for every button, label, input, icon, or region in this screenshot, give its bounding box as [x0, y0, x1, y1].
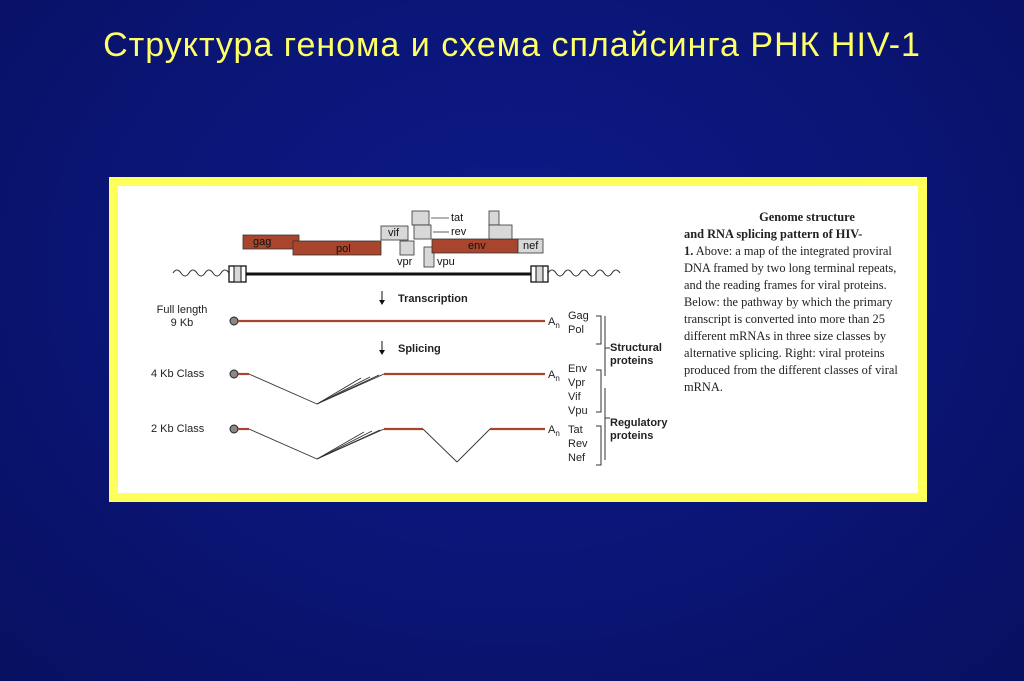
- gene-tat-box1: [411, 210, 430, 226]
- gene-rev-box2: [488, 224, 513, 240]
- poly-a-2kb: An: [548, 424, 560, 440]
- poly-a-4kb-letter: A: [548, 369, 556, 381]
- full-length-label-line2: 9 Kb: [170, 317, 194, 329]
- kb2-intron2-up: [456, 428, 491, 463]
- protein-vpr: Vpr: [568, 377, 586, 389]
- gene-vpr-box: [399, 240, 415, 256]
- gene-vif-box: [380, 225, 409, 241]
- ltr-left-core: [233, 265, 242, 283]
- kb4-cap: [229, 369, 239, 379]
- poly-a-full-sub: n: [555, 321, 560, 331]
- protein-gag: Gag: [568, 310, 589, 322]
- bracket-2kb: [596, 425, 602, 466]
- gene-gag-label: gag: [253, 236, 272, 248]
- structural-line2: proteins: [610, 355, 654, 367]
- gene-pol-box: [292, 240, 382, 256]
- gene-pol-label: pol: [336, 243, 351, 255]
- gene-vif-label: vif: [388, 227, 399, 239]
- kb4-intron-down: [248, 373, 318, 405]
- regulatory-proteins-label: Regulatory proteins: [610, 417, 667, 443]
- regulatory-line2: proteins: [610, 430, 654, 442]
- caption-title-line1: Genome structure: [759, 210, 855, 224]
- kb2-intron2-down: [422, 428, 458, 463]
- gene-vpu-box: [423, 246, 435, 268]
- bracket-4kb: [596, 369, 602, 413]
- protein-pol: Pol: [568, 324, 584, 336]
- kb2-intron1-up1: [316, 431, 365, 460]
- structural-line1: Structural: [610, 342, 662, 354]
- poly-a-2kb-letter: A: [548, 424, 556, 436]
- protein-tat: Tat: [568, 424, 583, 436]
- kb4-intron-up4: [316, 373, 385, 405]
- figure-caption: Genome structure and RNA splicing patter…: [684, 209, 914, 396]
- ltr-right-core: [535, 265, 544, 283]
- caption-body: Above: a map of the integrated proviral …: [684, 244, 898, 394]
- host-dna-left: [172, 269, 238, 277]
- poly-a-full: An: [548, 316, 560, 332]
- gene-rev-box1: [413, 224, 432, 240]
- kb2-intron1-up4: [316, 428, 385, 460]
- slide-title: Структура генома и схема сплайсинга РНК …: [103, 26, 921, 64]
- gene-vpu-label: vpu: [437, 256, 455, 268]
- gene-vpr-label: vpr: [397, 256, 413, 268]
- protein-vif: Vif: [568, 391, 581, 403]
- poly-a-4kb-sub: n: [555, 374, 560, 384]
- poly-a-4kb: An: [548, 369, 560, 385]
- gene-env-label: env: [468, 240, 486, 252]
- transcription-arrowhead: [379, 300, 385, 305]
- figure-frame: gag pol vif vpr tat rev vpu env nef Tran…: [109, 177, 927, 502]
- protein-rev: Rev: [568, 438, 588, 450]
- full-length-cap: [229, 316, 239, 326]
- kb4-intron-up1: [316, 377, 362, 405]
- host-dna-right: [547, 269, 621, 277]
- structural-proteins-label: Structural proteins: [610, 342, 662, 368]
- full-length-label-line1: Full length: [156, 304, 208, 316]
- kb2-cap: [229, 424, 239, 434]
- splicing-label: Splicing: [398, 343, 441, 355]
- gene-nef-box: [517, 238, 544, 254]
- figure-panel: gag pol vif vpr tat rev vpu env nef Tran…: [118, 186, 918, 493]
- gene-rev-label: rev: [451, 226, 467, 238]
- protein-nef: Nef: [568, 452, 586, 464]
- protein-vpu: Vpu: [568, 405, 588, 417]
- caption-title-line2: and RNA splicing pattern of HIV-: [684, 227, 863, 241]
- poly-a-full-letter: A: [548, 316, 556, 328]
- protein-env: Env: [568, 363, 587, 375]
- transcription-label: Transcription: [398, 293, 468, 305]
- poly-a-2kb-sub: n: [555, 429, 560, 439]
- kb4-class-label: 4 Kb Class: [151, 368, 205, 380]
- gene-tat-box2: [488, 210, 500, 226]
- bracket-full: [596, 315, 602, 345]
- kb2-intron1-down: [248, 428, 318, 460]
- full-length-label: Full length 9 Kb: [152, 304, 212, 330]
- caption-number: 1.: [684, 244, 694, 258]
- gene-tat-label: tat: [451, 212, 464, 224]
- splicing-arrowhead: [379, 350, 385, 355]
- diagram-graphics: [172, 210, 621, 466]
- regulatory-line1: Regulatory: [610, 417, 668, 429]
- gene-nef-label: nef: [523, 240, 539, 252]
- kb2-class-label: 2 Kb Class: [151, 423, 205, 435]
